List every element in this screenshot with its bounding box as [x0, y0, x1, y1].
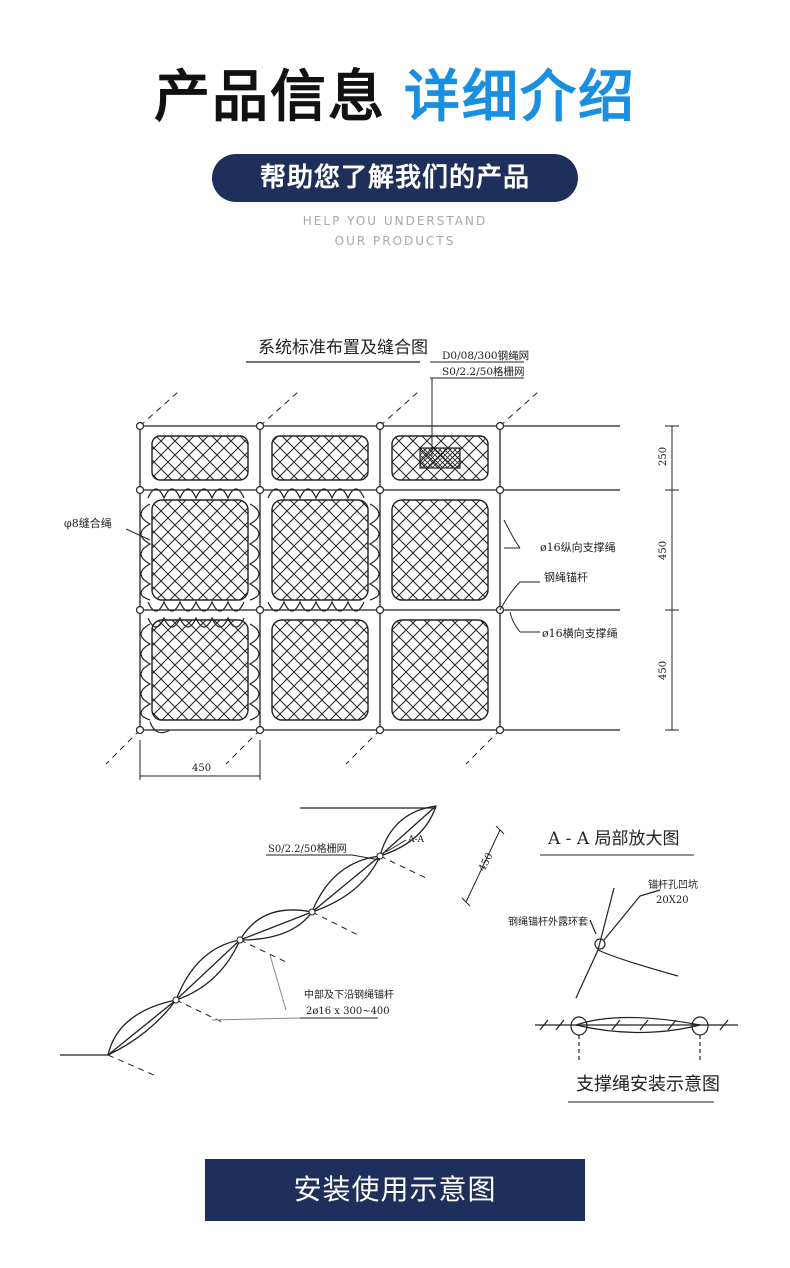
horizontal-dimension: [139, 740, 261, 780]
title-main: 产品信息: [154, 65, 386, 130]
section-dim: 450: [477, 851, 496, 873]
dim-width: 450: [192, 763, 211, 774]
section-anchor-spec: 2ø16 x 300~400: [306, 1006, 390, 1017]
dim-450-middle: 450: [658, 541, 669, 560]
slope-callouts: [211, 825, 505, 1021]
label-rope-net: D0/08/300钢绳网: [442, 349, 529, 362]
detail-pit-label: 锚杆孔凹坑: [648, 878, 698, 891]
title-accent: 详细介绍: [404, 65, 636, 130]
subtitle-pill: 帮助您了解我们的产品: [212, 154, 578, 202]
support-rope-grid: [139, 425, 620, 731]
english-subtitle-line1: HELP YOU UNDERSTAND: [302, 214, 488, 228]
anchor-nodes: [135, 421, 505, 735]
slope-anchor-nodes: [172, 852, 384, 1004]
layout-title: 系统标准布置及缝合图: [258, 338, 428, 358]
label-anchor: 钢绳锚杆: [544, 570, 588, 584]
section-aa-marker: A-A: [407, 835, 425, 845]
detail-pit-size: 20X20: [656, 895, 689, 906]
slope-anchors: [107, 855, 427, 1077]
vertical-dimension-chain: [665, 425, 679, 731]
dim-450-bottom: 450: [658, 661, 669, 680]
label-horizontal-rope: ø16横向支撑绳: [542, 626, 618, 640]
install-sketch: [535, 1016, 738, 1060]
anchor-guide-lines: [105, 391, 539, 765]
label-stitch-rope: φ8缝合绳: [64, 516, 112, 530]
rope-net-panels: [151, 435, 489, 721]
detail-anchor-sketch: [575, 887, 679, 999]
detail-ring-label: 钢绳锚杆外露环套: [508, 915, 588, 928]
stitch-rope-waves: [140, 488, 380, 734]
dim-250: 250: [658, 447, 669, 466]
footer-banner: 安装使用示意图: [205, 1159, 585, 1221]
slope-section: [60, 805, 437, 1056]
label-vertical-rope: ø16纵向支撑绳: [540, 540, 616, 554]
install-sketch-title: 支撑绳安装示意图: [576, 1074, 720, 1095]
detail-title: A - A 局部放大图: [547, 829, 680, 849]
english-subtitle-line2: OUR PRODUCTS: [334, 234, 456, 248]
label-grid-net: S0/2.2/50格栅网: [442, 365, 525, 378]
section-grid-label: S0/2.2/50格栅网: [268, 842, 347, 855]
page-title: 产品信息详细介绍: [0, 58, 790, 138]
grid-net-patch: [419, 447, 461, 469]
callout-leaders: [125, 361, 540, 633]
section-anchor-label: 中部及下沿钢绳锚杆: [304, 988, 394, 1001]
